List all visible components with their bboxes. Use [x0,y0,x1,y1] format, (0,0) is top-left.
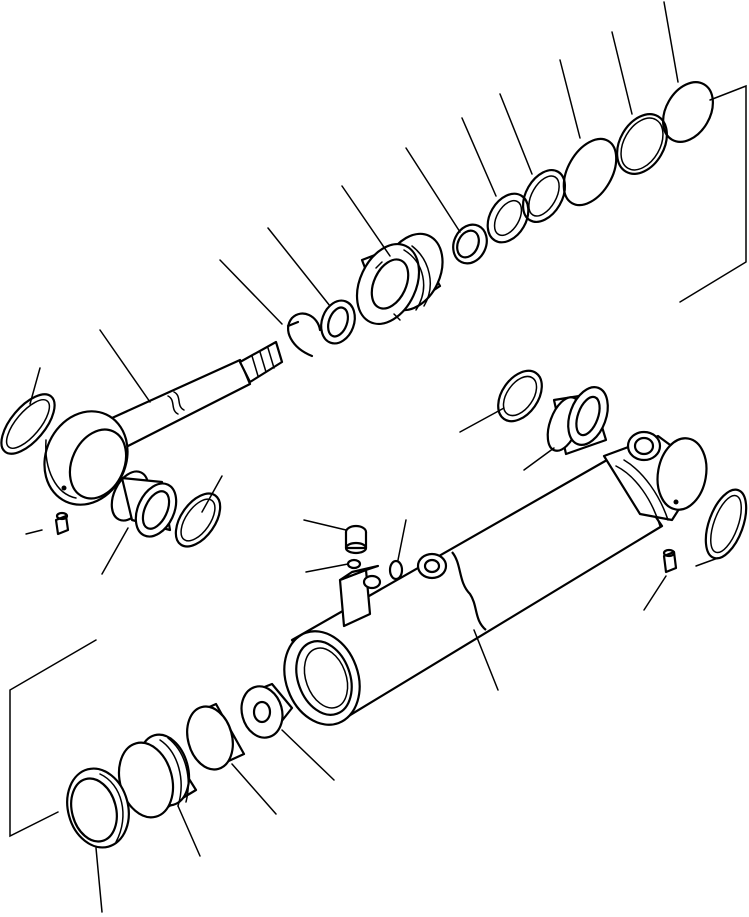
wear-ring [180,701,244,774]
head-rod-packing [479,186,536,249]
rod-grease-fitting [56,513,68,534]
top-group-bracket [680,86,746,302]
head-backup-ring [514,163,573,229]
bottom-group-bracket [10,640,96,836]
tube-eye-bushing [541,382,615,455]
tube-dust-seal [489,363,551,430]
head-o-ring-2 [653,73,723,150]
head-backup-ring-2 [607,105,677,182]
leader-lines [26,2,718,912]
head-o-ring-1 [553,130,627,214]
port-block [340,554,446,626]
port-plug-bolt [346,526,366,553]
rod-seal-ring-left [0,385,64,462]
rod-eye-dust-seal [167,486,229,555]
port-o-ring [390,561,402,579]
rod-eye-bushing [105,466,185,543]
piston-rod [29,342,282,518]
snap-ring [288,314,320,356]
piston-ring [59,762,138,855]
piston-nut [236,682,292,743]
head-buffer-ring [447,219,493,269]
port-plug-washer [348,560,360,568]
tube-seal-ring-right [698,484,749,563]
tube-grease-fitting [664,550,676,572]
cylinder-head [345,224,454,334]
rod-bushing [315,296,360,348]
piston [111,729,196,823]
cylinder-tube [272,432,712,735]
